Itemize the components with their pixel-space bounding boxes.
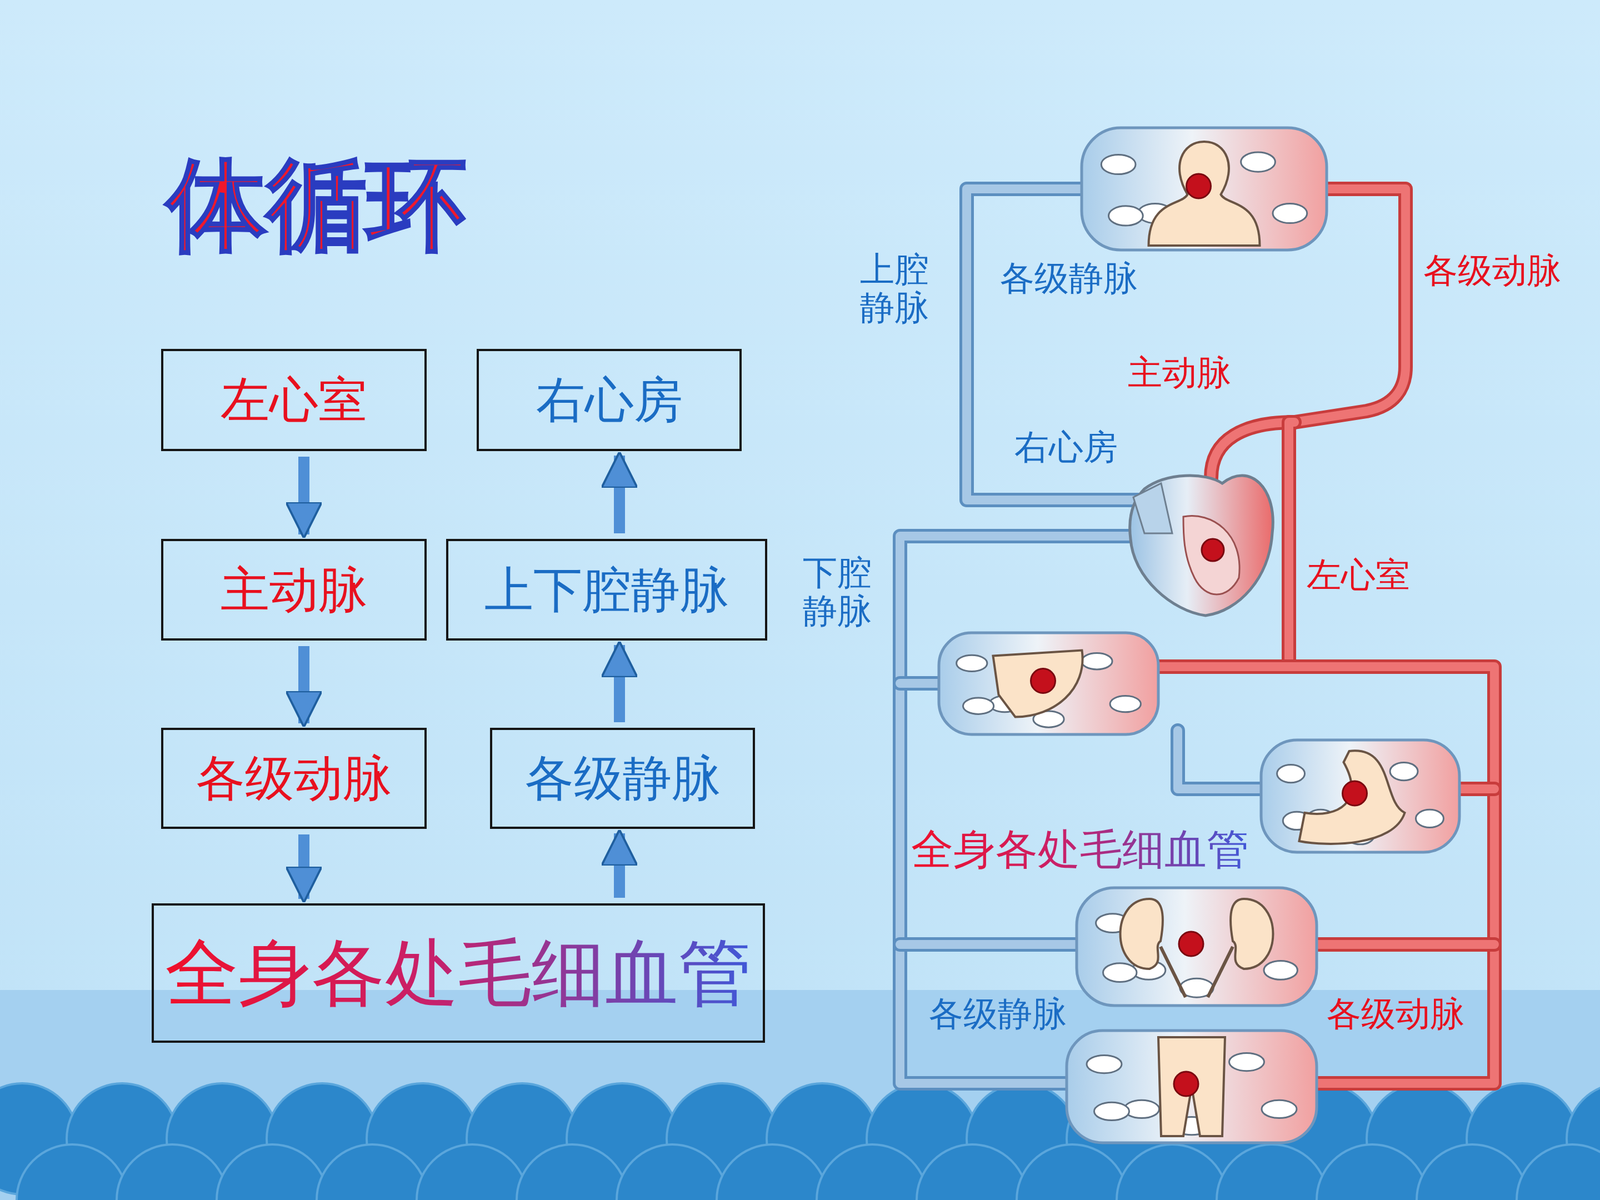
flow-box: 右心房 [476,348,742,452]
vessel-label: 上腔静脉 [860,250,933,328]
vessel-label: 右心房 [1014,427,1118,467]
flow-box: 上下腔静脉 [446,538,768,641]
vessel-label: 下腔静脉 [802,553,875,631]
box-label: 右心房 [536,371,683,428]
flow-arrow [613,455,625,534]
title: 体循环 [166,150,467,260]
vessel-label: 主动脉 [1127,353,1232,392]
flow-arrow [298,834,310,899]
vessel-label: 各级静脉 [928,994,1067,1033]
flow-box: 各级动脉 [161,727,427,829]
flow-arrow [613,833,625,898]
vessel-label: 各级动脉 [1326,994,1465,1033]
flow-box: 左心室 [161,348,427,452]
flow-arrow [298,456,310,535]
box-label: 各级静脉 [525,750,721,807]
flow-arrow [613,645,625,723]
flow-box: 主动脉 [161,538,427,641]
box-label: 左心室 [220,371,368,428]
flow-arrow [298,646,310,724]
vessel-label: 左心室 [1306,555,1410,594]
vessel-label: 各级静脉 [1000,258,1138,298]
box-label: 主动脉 [220,561,368,618]
box-label: 上下腔静脉 [484,561,729,618]
flow-box: 各级静脉 [490,727,755,829]
box-label: 全身各处毛细血管 [165,931,752,1016]
box-label: 各级动脉 [196,750,392,807]
flow-box: 全身各处毛细血管 [151,903,765,1043]
vessel-label: 全身各处毛细血管 [911,825,1249,873]
vessel-label: 各级动脉 [1423,251,1562,290]
